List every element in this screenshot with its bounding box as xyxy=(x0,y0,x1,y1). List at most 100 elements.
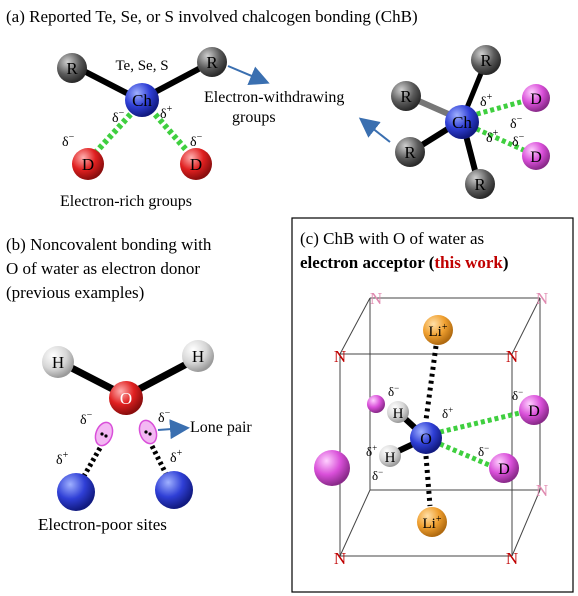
delta-minus-b-left: δ− xyxy=(80,410,93,428)
electron-rich-label: Electron-rich groups xyxy=(60,193,192,210)
delta-plus-b-left: δ+ xyxy=(56,450,69,468)
lone-pair-label: Lone pair xyxy=(190,419,252,436)
ch-label-a: Ch xyxy=(132,91,152,110)
ch-atoms-label: Te, Se, S xyxy=(115,58,168,74)
o-label-b: O xyxy=(120,389,132,408)
r-atom-left-a xyxy=(57,53,87,83)
d-atom-left-a xyxy=(72,148,104,180)
r-label-lowerleft-b: R xyxy=(404,143,416,162)
arrow-to-withdrawing xyxy=(227,65,270,86)
delta-minus-c3: δ− xyxy=(478,443,489,459)
r-atom-lowerleft-b xyxy=(395,137,425,167)
r-atom-right-a xyxy=(197,47,227,77)
d-label-right-a: D xyxy=(190,155,202,174)
panel-b-caption-3: (previous examples) xyxy=(6,283,144,302)
arrow-lone-pair xyxy=(157,419,190,440)
li-label-bottom: Li+ xyxy=(423,514,442,532)
dotted-bond-left xyxy=(81,446,103,478)
withdrawing-label-1: Electron-withdrawing xyxy=(204,89,344,106)
delta-minus-a1: δ− xyxy=(112,108,125,126)
panel-b-caption-2: O of water as electron donor xyxy=(6,259,200,278)
chb-green-upper xyxy=(469,97,529,119)
delta-minus-c4: δ− xyxy=(372,467,383,483)
n-top-front-left: N xyxy=(334,347,346,366)
d-label-lower-b: D xyxy=(530,149,542,166)
r-label-right-a: R xyxy=(206,53,218,72)
delta-plus-b2: δ+ xyxy=(486,128,499,146)
d-atom-lower-b xyxy=(522,142,550,170)
d-label-lower-c: D xyxy=(498,461,510,478)
r-atom-left-b xyxy=(391,81,421,111)
li-label-top: Li+ xyxy=(429,322,448,340)
n-bottom-front-right: N xyxy=(506,549,518,568)
delta-plus-c1: δ+ xyxy=(442,405,453,421)
delta-minus-b1: δ− xyxy=(510,114,523,132)
chb-green-c-lower xyxy=(439,441,497,471)
panel-b-caption-1: (b) Noncovalent bonding with xyxy=(6,235,212,254)
h-atom-lower-c xyxy=(379,445,401,467)
ch-label-b: Ch xyxy=(452,113,472,132)
delta-minus-c2: δ− xyxy=(512,387,523,403)
n-top-back-right: N xyxy=(536,289,548,308)
r-atom-top-b xyxy=(471,45,501,75)
panel-c-caption-1: (c) ChB with O of water as xyxy=(300,229,484,248)
r-label-bottom-b: R xyxy=(474,175,486,194)
o-atom-c xyxy=(410,422,442,454)
r-label-left-a: R xyxy=(66,59,78,78)
r-label-left-b: R xyxy=(400,87,412,106)
poor-site-right xyxy=(155,471,193,509)
h-label-left-b: H xyxy=(52,353,64,372)
r-atom-bottom-b xyxy=(465,169,495,199)
dotted-bond-right xyxy=(149,444,169,476)
chb-green-lower xyxy=(468,123,530,155)
d-mag-far-left-upper xyxy=(367,395,385,413)
o-atom-b xyxy=(109,381,143,415)
d-atom-upper-b xyxy=(522,84,550,112)
n-bottom-front-left: N xyxy=(334,549,346,568)
ch-atom-b xyxy=(445,105,479,139)
li-o-dotted-bottom xyxy=(423,455,433,507)
d-label-upper-b: D xyxy=(530,91,542,108)
h-label-lower-c: H xyxy=(385,450,396,466)
panel-a-caption: (a) Reported Te, Se, or S involved chalc… xyxy=(6,7,418,26)
h-atom-right-b xyxy=(182,340,214,372)
n-top-front-right: N xyxy=(506,347,518,366)
n-bottom-back-right: N xyxy=(536,481,548,500)
poor-site-left xyxy=(57,473,95,511)
h-label-right-b: H xyxy=(192,347,204,366)
delta-plus-c2: δ+ xyxy=(366,443,377,459)
electron-poor-label: Electron-poor sites xyxy=(38,515,167,534)
d-atom-lower-c xyxy=(489,453,519,483)
li-atom-top xyxy=(423,315,453,345)
ch-atom-a xyxy=(125,83,159,117)
panel-c-caption-2: electron acceptor (this work) xyxy=(300,253,509,272)
delta-plus-b1: δ+ xyxy=(480,92,493,110)
d-atom-upper-c xyxy=(519,395,549,425)
r-label-top-b: R xyxy=(480,51,492,70)
n-top-back-left: N xyxy=(370,289,382,308)
d-atom-right-a xyxy=(180,148,212,180)
d-label-upper-c: D xyxy=(528,403,540,420)
h-label-upper-c: H xyxy=(393,406,404,422)
h-atom-upper-c xyxy=(387,401,409,423)
delta-minus-b2: δ− xyxy=(512,132,525,150)
delta-plus-b-right: δ+ xyxy=(170,448,183,466)
panel-c-frame xyxy=(291,217,574,593)
withdrawing-label-2: groups xyxy=(232,109,276,126)
arrow-to-right-molecule xyxy=(358,117,391,143)
lone-pair-left xyxy=(94,421,114,447)
li-o-dotted-top xyxy=(423,345,439,421)
delta-minus-c1: δ− xyxy=(388,383,399,399)
lone-pair-right xyxy=(138,419,158,445)
delta-minus-a3: δ− xyxy=(190,132,203,150)
delta-minus-b-right: δ− xyxy=(158,408,171,426)
h-atom-left-b xyxy=(42,346,74,378)
d-label-left-a: D xyxy=(82,155,94,174)
li-atom-bottom xyxy=(417,507,447,537)
delta-minus-a2: δ− xyxy=(62,132,75,150)
o-label-c: O xyxy=(420,431,432,448)
chb-green-c-upper xyxy=(439,409,525,435)
delta-plus-a1: δ+ xyxy=(160,104,173,122)
d-mag-far-left-lower xyxy=(314,450,350,486)
